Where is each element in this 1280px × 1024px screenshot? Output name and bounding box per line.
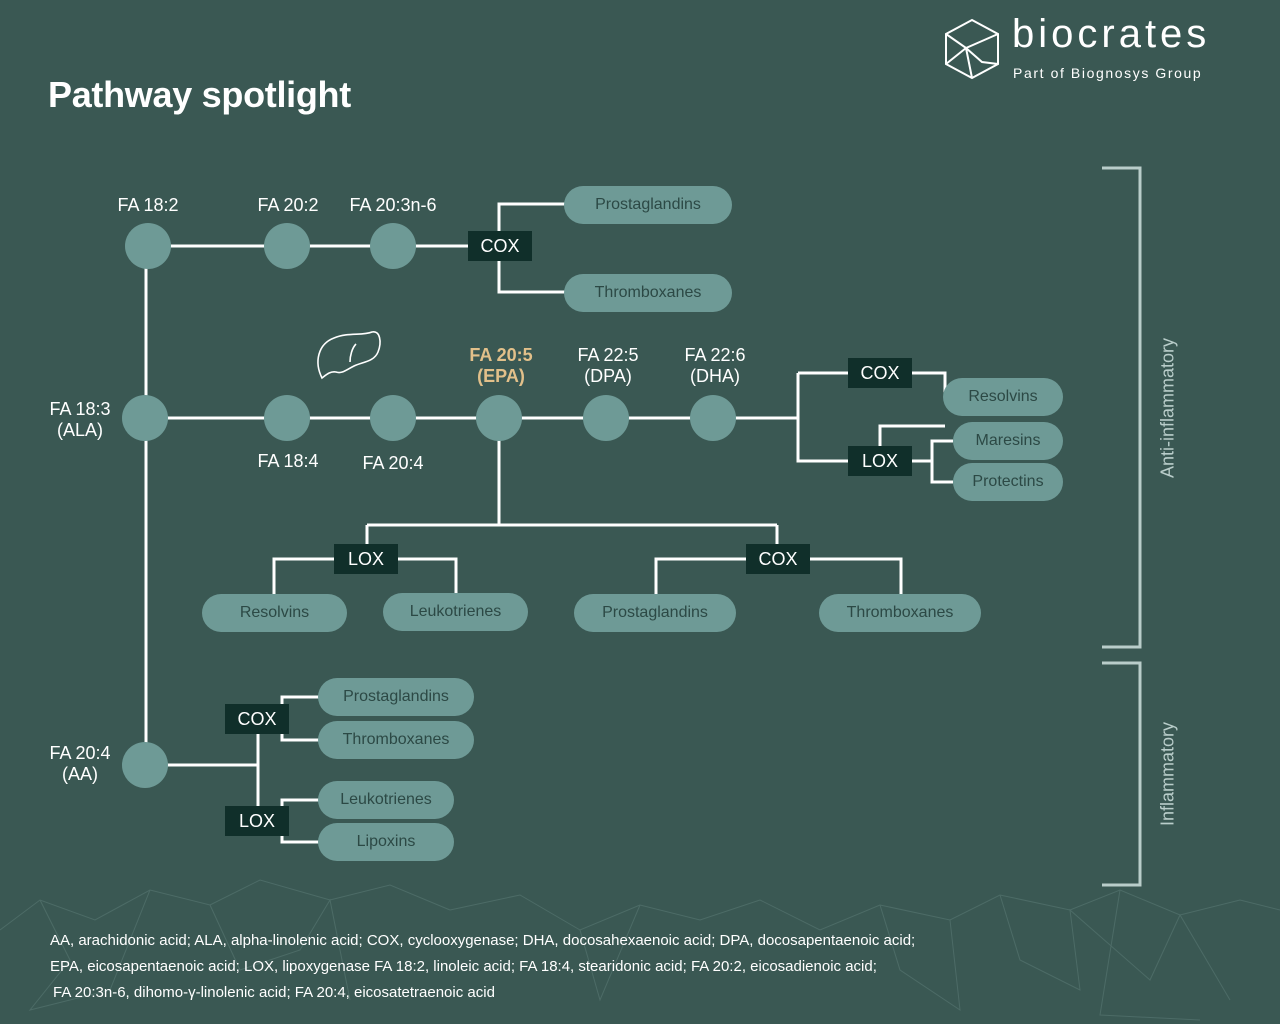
node-fa22-6 xyxy=(690,395,736,441)
label-fa20-5-name: FA 20:5 xyxy=(469,345,533,365)
node-fa20-4-omega3 xyxy=(370,395,416,441)
node-fa20-4-aa xyxy=(122,742,168,788)
side-brackets xyxy=(1102,166,1142,887)
label-fa22-5-name: FA 22:5 xyxy=(577,345,639,365)
node-fa18-2 xyxy=(125,223,171,269)
product-prostaglandins-aa: Prostaglandins xyxy=(318,678,474,716)
label-fa20-4-aa-abbr: (AA) xyxy=(62,764,98,784)
label-fa20-5-abbr: (EPA) xyxy=(477,366,525,386)
logo-tagline: Part of Biognosys Group xyxy=(1013,65,1203,81)
product-thromboxanes-top: Thromboxanes xyxy=(564,274,732,312)
label-fa18-3-name: FA 18:3 xyxy=(49,399,111,419)
hexagon-logo-icon xyxy=(945,18,999,80)
label-inflammatory: Inflammatory xyxy=(1157,721,1178,827)
product-maresins: Maresins xyxy=(953,422,1063,460)
product-resolvins-right: Resolvins xyxy=(943,378,1063,416)
connector-lines xyxy=(144,202,953,844)
enzyme-cox-epa: COX xyxy=(746,544,810,574)
product-resolvins-epa: Resolvins xyxy=(202,594,347,632)
footnote-line: FA 20:3n-6, dihomo-γ-linolenic acid; FA … xyxy=(53,984,495,1001)
anti-inflammatory-bracket xyxy=(1102,166,1142,649)
label-fa18-2: FA 18:2 xyxy=(117,195,179,215)
abbreviations-footnote: AA, arachidonic acid; ALA, alpha-linolen… xyxy=(50,928,1050,1006)
node-fa22-5 xyxy=(583,395,629,441)
enzyme-cox-top: COX xyxy=(468,231,532,261)
node-fa20-2 xyxy=(264,223,310,269)
footnote-line: AA, arachidonic acid; ALA, alpha-linolen… xyxy=(50,932,916,949)
enzyme-cox-aa: COX xyxy=(225,704,289,734)
label-anti-inflammatory: Anti-inflammatory xyxy=(1157,337,1178,479)
product-thromboxanes-epa: Thromboxanes xyxy=(819,594,981,632)
node-circles xyxy=(122,223,736,788)
enzyme-lox-right: LOX xyxy=(848,446,912,476)
label-fa20-4-aa: FA 20:4 (AA) xyxy=(49,743,110,785)
enzyme-cox-right: COX xyxy=(848,358,912,388)
company-logo: biocrates Part of Biognosys Group xyxy=(940,12,1240,86)
product-leukotrienes-aa: Leukotrienes xyxy=(318,781,454,819)
product-prostaglandins-top: Prostaglandins xyxy=(564,186,732,224)
node-fa18-4 xyxy=(264,395,310,441)
node-fa18-3 xyxy=(122,395,168,441)
label-fa20-4-omega3: FA 20:4 xyxy=(362,453,424,473)
label-fa18-3-abbr: (ALA) xyxy=(56,420,103,440)
label-fa18-3: FA 18:3 (ALA) xyxy=(49,399,110,441)
label-fa22-6-name: FA 22:6 xyxy=(684,345,746,365)
node-fa20-5 xyxy=(476,395,522,441)
footnote-line: EPA, eicosapentaenoic acid; LOX, lipoxyg… xyxy=(50,958,877,975)
enzyme-lox-epa: LOX xyxy=(334,544,398,574)
page-title: Pathway spotlight xyxy=(48,74,351,115)
label-fa22-5-abbr: (DPA) xyxy=(584,366,632,386)
enzyme-lox-aa: LOX xyxy=(225,806,289,836)
label-fa22-6-abbr: (DHA) xyxy=(690,366,740,386)
logo-wordmark: biocrates xyxy=(1012,12,1211,56)
label-fa20-2: FA 20:2 xyxy=(257,195,319,215)
product-protectins: Protectins xyxy=(953,463,1063,501)
product-thromboxanes-aa: Thromboxanes xyxy=(318,721,474,759)
liver-icon xyxy=(317,331,381,380)
node-fa20-3n6 xyxy=(370,223,416,269)
label-fa20-4-aa-name: FA 20:4 xyxy=(49,743,111,763)
background-network xyxy=(0,879,1280,1021)
label-fa20-3n6: FA 20:3n-6 xyxy=(349,195,437,215)
label-fa18-4: FA 18:4 xyxy=(257,451,319,471)
product-prostaglandins-epa: Prostaglandins xyxy=(574,594,736,632)
product-lipoxins: Lipoxins xyxy=(318,823,454,861)
label-fa22-5: FA 22:5 (DPA) xyxy=(577,345,638,387)
inflammatory-bracket xyxy=(1102,661,1142,887)
product-leukotrienes-epa: Leukotrienes xyxy=(383,593,528,631)
label-fa20-5: FA 20:5 (EPA) xyxy=(469,345,532,387)
label-fa22-6: FA 22:6 (DHA) xyxy=(684,345,745,387)
